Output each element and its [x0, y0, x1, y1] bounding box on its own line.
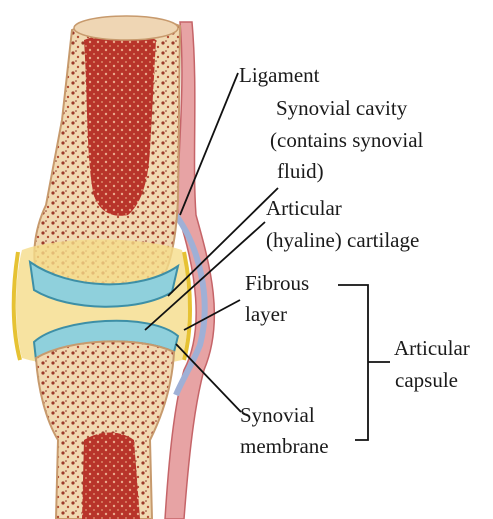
label-synovial-membrane-2: membrane — [240, 434, 329, 459]
label-synovial-cavity-3: fluid) — [277, 159, 324, 184]
label-fibrous-layer-1: Fibrous — [245, 271, 309, 296]
label-ligament: Ligament — [239, 63, 319, 88]
label-fibrous-layer-2: layer — [245, 302, 287, 327]
label-articular-cartilage-1: Articular — [266, 196, 342, 221]
label-synovial-cavity-2: (contains synovial — [270, 128, 423, 153]
label-articular-capsule-1: Articular — [394, 336, 470, 361]
label-articular-capsule-2: capsule — [395, 368, 458, 393]
label-articular-cartilage-2: (hyaline) cartilage — [266, 228, 419, 253]
lower-marrow — [82, 433, 140, 519]
label-synovial-membrane-1: Synovial — [240, 403, 315, 428]
capsule-bracket — [338, 285, 368, 440]
label-synovial-cavity-1: Synovial cavity — [276, 96, 407, 121]
bone-top-cut — [74, 16, 178, 40]
